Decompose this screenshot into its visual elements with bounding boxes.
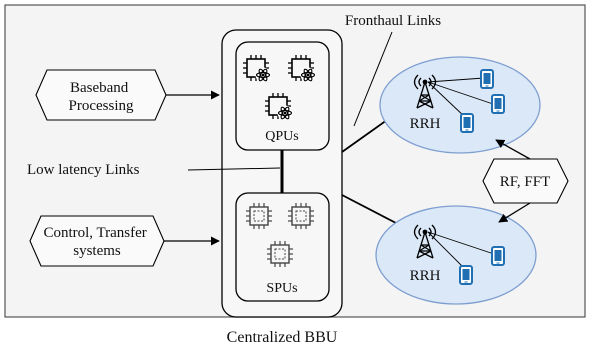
low-latency-leader	[187, 167, 281, 171]
rrh-bottom-label: RRH	[410, 268, 441, 284]
cell-bottom	[375, 205, 537, 305]
low-latency-label: Low latency Links	[27, 162, 140, 178]
smartphone-icon	[491, 246, 505, 266]
smartphone-icon	[459, 265, 473, 285]
rf-fft-box	[482, 158, 569, 204]
fronthaul-leader	[353, 31, 393, 127]
cell-top	[379, 56, 541, 154]
spu-label: SPUs	[266, 281, 297, 296]
control-label-line1: Control, Transfer	[43, 225, 146, 241]
smartphone-icon	[491, 94, 505, 114]
fronthaul-label: Fronthaul Links	[345, 13, 441, 29]
rf-fft-label: RF, FFT	[500, 174, 551, 190]
smartphone-icon	[480, 69, 494, 89]
smartphone-icon	[460, 113, 474, 133]
baseband-label: Baseband Processing	[69, 80, 134, 114]
rf-fft-arrow-down	[498, 202, 531, 223]
rrh-top-label: RRH	[410, 116, 441, 132]
baseband-label-line2: Processing	[69, 98, 134, 114]
control-label: Control, Transfer systems	[43, 225, 150, 259]
rf-fft-arrow-up	[495, 139, 531, 160]
control-label-line2: systems	[73, 243, 121, 259]
qpu-label: QPUs	[265, 129, 298, 144]
centralized-bbu-caption: Centralized BBU	[227, 329, 338, 346]
baseband-label-line1: Baseband	[70, 80, 129, 96]
